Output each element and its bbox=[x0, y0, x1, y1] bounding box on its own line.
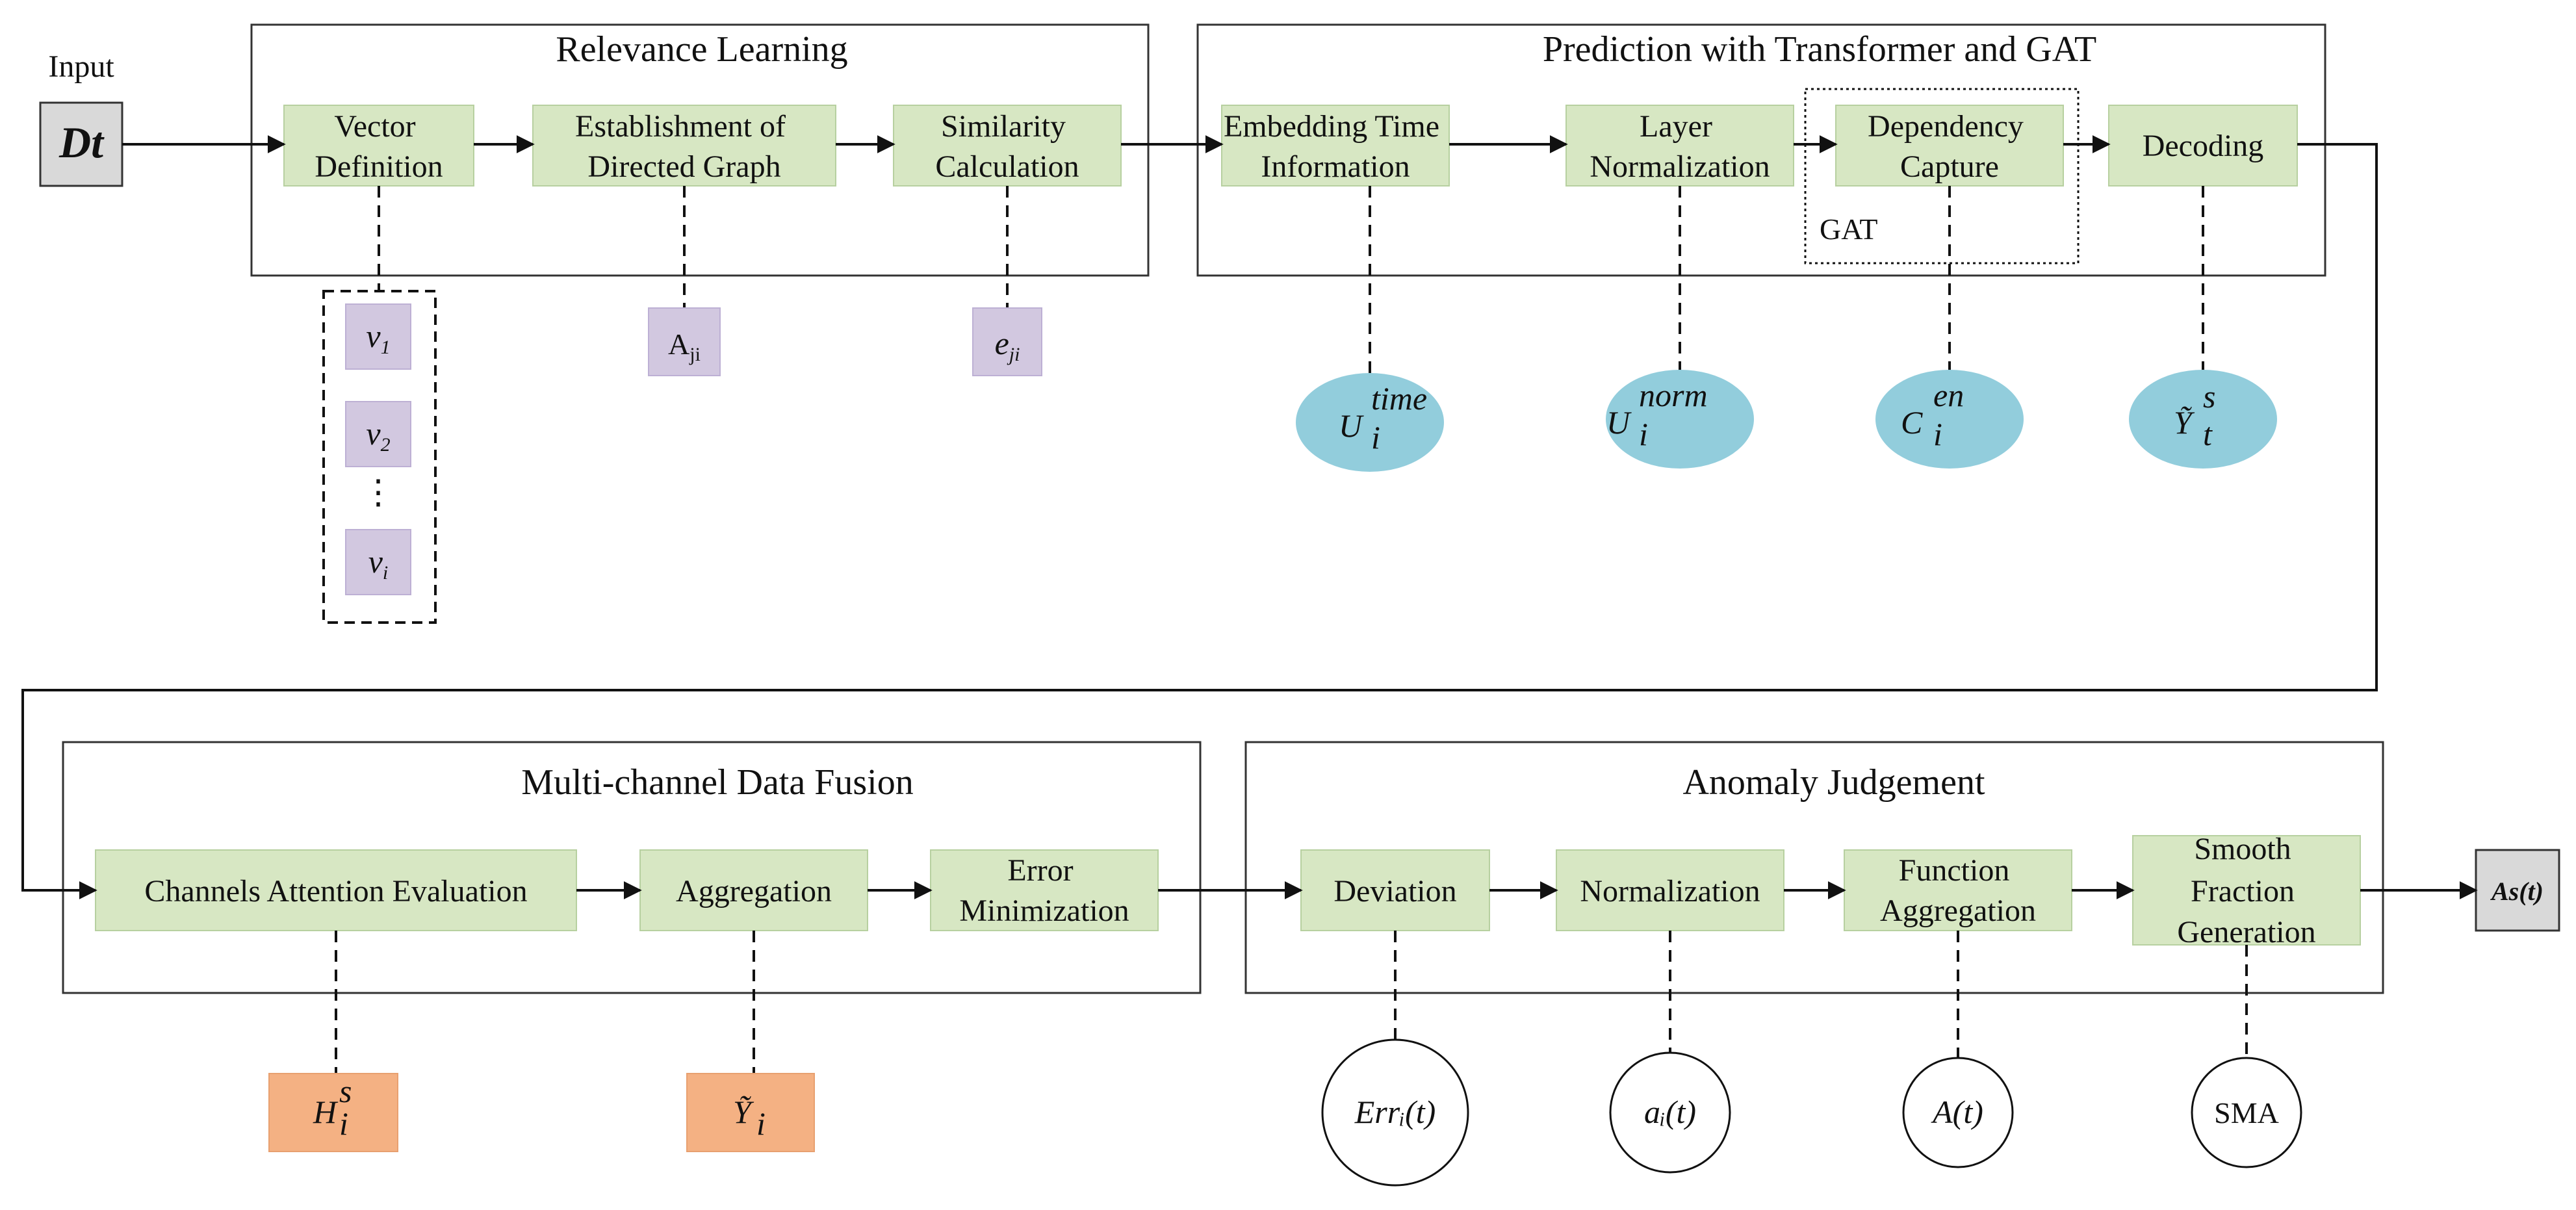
output-symbol: As(t) bbox=[2490, 877, 2544, 906]
layer-norm-box bbox=[1565, 105, 1794, 187]
fusion-title: Multi-channel Data Fusion bbox=[521, 762, 913, 803]
sma-symbol: SMA bbox=[2214, 1096, 2279, 1129]
aggregation-box bbox=[639, 849, 868, 931]
dependency-label: Dependency Capture bbox=[1868, 109, 2031, 184]
directed-graph-label: Establishment of Directed Graph bbox=[575, 109, 793, 184]
svg-text:norm: norm bbox=[1639, 377, 1708, 413]
smooth-fraction-box bbox=[2132, 835, 2361, 946]
output-box bbox=[2475, 849, 2560, 932]
similarity-label: Similarity Calculation bbox=[935, 109, 1079, 184]
u-time-ellipse bbox=[1296, 373, 1444, 472]
u-time-symbol: U time i bbox=[1339, 380, 1427, 456]
err-symbol: Errᵢ(t) bbox=[1354, 1094, 1436, 1130]
svg-text:t: t bbox=[2203, 416, 2213, 452]
aji-symbol: Aji bbox=[668, 328, 701, 365]
vi-box bbox=[345, 529, 411, 595]
svg-text:s: s bbox=[2203, 378, 2215, 415]
vector-ellipsis: ⋮ bbox=[361, 474, 395, 511]
similarity-box bbox=[893, 105, 1122, 187]
y-tilde-s-ellipse bbox=[2129, 370, 2277, 469]
input-box bbox=[39, 101, 123, 187]
c-en-ellipse bbox=[1875, 370, 2024, 469]
svg-text:i: i bbox=[756, 1105, 766, 1142]
y-tilde-i-box bbox=[686, 1073, 815, 1152]
deviation-label: Deviation bbox=[1333, 874, 1456, 908]
flow-arrows bbox=[21, 135, 2478, 899]
v2-symbol: v2 bbox=[366, 415, 390, 456]
embedding-time-label: Embedding Time Information bbox=[1224, 109, 1447, 184]
h-s-symbol: H s i bbox=[313, 1073, 352, 1142]
svg-text:en: en bbox=[1933, 377, 1964, 413]
svg-text:U: U bbox=[1606, 404, 1632, 441]
normalization-label: Normalization bbox=[1580, 874, 1760, 908]
vector-set-dashed-box bbox=[322, 290, 437, 624]
smooth-fraction-label: Smooth Fraction Generation bbox=[2177, 832, 2315, 949]
function-agg-label: Function Aggregation bbox=[1880, 853, 2036, 928]
deviation-box bbox=[1300, 849, 1490, 931]
prediction-title: Prediction with Transformer and GAT bbox=[1543, 29, 2096, 70]
input-symbol: Dt bbox=[58, 118, 105, 167]
relevance-section bbox=[250, 23, 1150, 277]
error-min-box bbox=[930, 849, 1159, 931]
err-circle bbox=[1321, 1038, 1469, 1187]
layer-norm-label: Layer Normalization bbox=[1590, 109, 1770, 184]
relevance-title: Relevance Learning bbox=[556, 29, 847, 70]
a-t-symbol: A(t) bbox=[1931, 1094, 1983, 1130]
svg-text:H: H bbox=[313, 1094, 339, 1130]
dependency-box bbox=[1835, 105, 2064, 187]
sma-circle bbox=[2191, 1057, 2302, 1168]
gat-label: GAT bbox=[1820, 212, 1877, 246]
v1-box bbox=[345, 303, 411, 370]
svg-text:i: i bbox=[1639, 416, 1648, 452]
decoding-box bbox=[2108, 105, 2298, 187]
a-i-symbol: aᵢ(t) bbox=[1644, 1094, 1696, 1130]
svg-text:Ỹ: Ỹ bbox=[2174, 404, 2195, 441]
c-en-symbol: C en i bbox=[1901, 377, 1964, 452]
anomaly-section bbox=[1244, 741, 2384, 994]
svg-text:s: s bbox=[339, 1073, 352, 1109]
directed-graph-box bbox=[532, 105, 836, 187]
error-min-label: Error Minimization bbox=[959, 853, 1129, 928]
gat-dotted-box bbox=[1804, 88, 2080, 264]
eji-symbol: eji bbox=[995, 325, 1020, 365]
a-t-circle bbox=[1902, 1057, 2014, 1168]
aji-box bbox=[648, 307, 721, 376]
decoding-label: Decoding bbox=[2143, 129, 2264, 163]
svg-text:Ỹ: Ỹ bbox=[733, 1094, 754, 1130]
dashed-connectors bbox=[335, 186, 2248, 1074]
function-agg-box bbox=[1844, 849, 2072, 931]
anomaly-title: Anomaly Judgement bbox=[1682, 762, 1985, 803]
vi-symbol: vi bbox=[368, 543, 389, 584]
eji-box bbox=[972, 307, 1042, 376]
svg-text:C: C bbox=[1901, 404, 1923, 441]
svg-text:i: i bbox=[1933, 416, 1942, 452]
y-tilde-i-symbol: Ỹ i bbox=[733, 1094, 766, 1142]
svg-text:time: time bbox=[1371, 380, 1427, 417]
v2-box bbox=[345, 401, 411, 467]
v1-symbol: v1 bbox=[366, 318, 390, 358]
aggregation-label: Aggregation bbox=[676, 874, 832, 908]
svg-text:i: i bbox=[339, 1105, 348, 1142]
channels-attention-box bbox=[95, 849, 577, 931]
vector-definition-label: Vector Definition bbox=[315, 109, 443, 184]
input-caption: Input bbox=[48, 49, 114, 84]
svg-text:U: U bbox=[1339, 407, 1364, 444]
h-s-box bbox=[268, 1073, 398, 1152]
prediction-section bbox=[1196, 23, 2326, 277]
a-i-circle bbox=[1609, 1051, 1731, 1174]
fusion-section bbox=[62, 741, 1202, 994]
channels-attention-label: Channels Attention Evaluation bbox=[144, 874, 527, 908]
u-norm-symbol: U norm i bbox=[1606, 377, 1708, 452]
svg-text:i: i bbox=[1371, 419, 1380, 456]
u-norm-ellipse bbox=[1606, 370, 1754, 469]
y-tilde-s-symbol: Ỹ s t bbox=[2174, 378, 2215, 452]
